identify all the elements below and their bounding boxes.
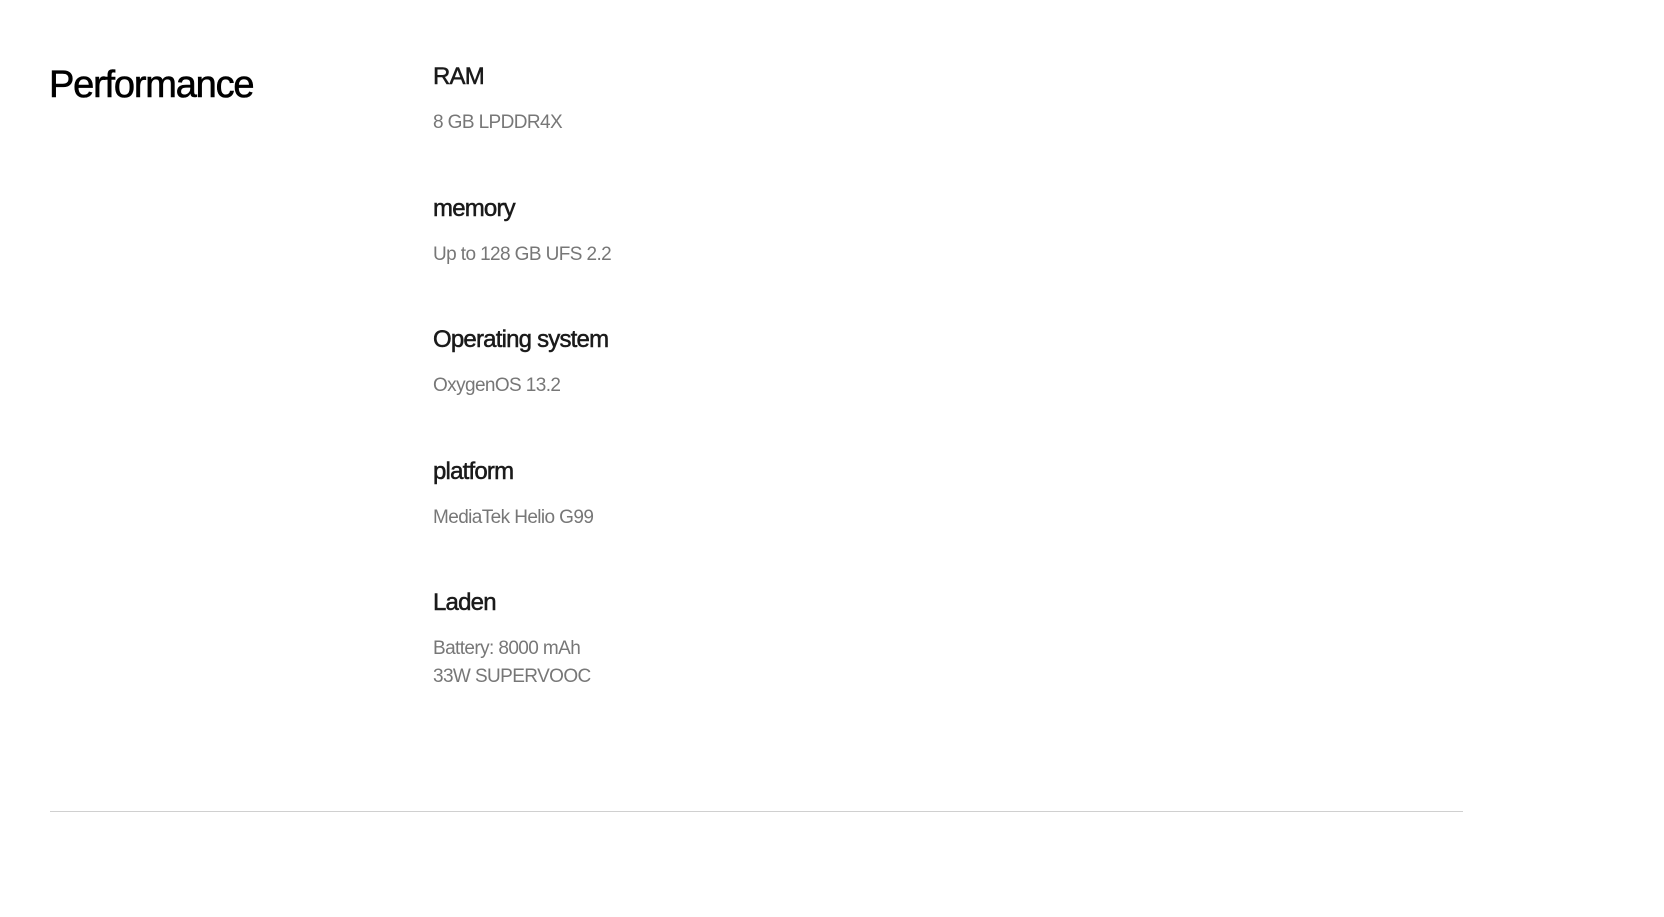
spec-value: OxygenOS 13.2 xyxy=(433,375,561,396)
section-divider xyxy=(50,811,1463,812)
spec-label: memory xyxy=(433,194,516,222)
section-title: Performance xyxy=(49,64,255,107)
spec-charging: Laden Battery: 8000 mAh 33W SUPERVOOC xyxy=(433,586,611,718)
spec-label: platform xyxy=(433,457,515,485)
spec-ram: RAM 8 GB LPDDR4X xyxy=(433,60,611,192)
spec-platform: platform MediaTek Helio G99 xyxy=(433,455,611,587)
spec-value-group: Battery: 8000 mAh 33W SUPERVOOC xyxy=(433,635,611,691)
spec-value-battery: Battery: 8000 mAh xyxy=(433,638,581,659)
spec-label: Operating system xyxy=(433,326,610,354)
spec-value-charging: 33W SUPERVOOC xyxy=(433,666,591,687)
spec-operating-system: Operating system OxygenOS 13.2 xyxy=(433,323,611,455)
spec-label: Laden xyxy=(433,589,497,617)
spec-value: MediaTek Helio G99 xyxy=(433,506,594,528)
spec-list: RAM 8 GB LPDDR4X memory Up to 128 GB UFS… xyxy=(433,60,612,718)
spec-label: RAM xyxy=(433,63,485,91)
spec-memory: memory Up to 128 GB UFS 2.2 xyxy=(433,192,612,324)
spec-value: Up to 128 GB UFS 2.2 xyxy=(433,243,612,265)
spec-value: 8 GB LPDDR4X xyxy=(433,112,563,133)
